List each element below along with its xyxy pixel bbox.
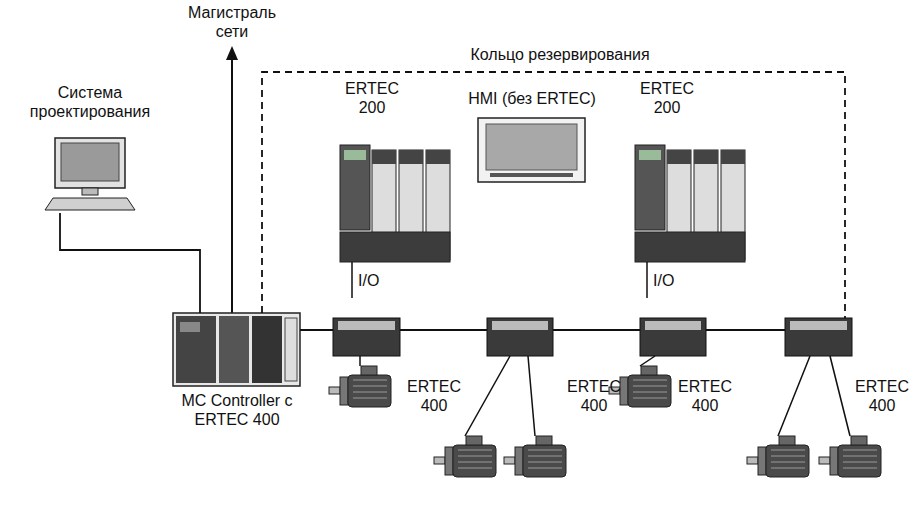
motor-wires-part	[640, 356, 655, 366]
backbone-line	[231, 56, 233, 313]
motor-wires-part	[465, 356, 510, 436]
motor-wires-part	[778, 356, 810, 436]
motor-symbol	[329, 366, 391, 407]
drive-module-picture-part	[645, 321, 701, 330]
pc-picture-part	[82, 188, 98, 195]
motor-symbol	[819, 436, 881, 477]
device-node: ERTEC 200I/O	[635, 145, 745, 262]
hmi-picture-part	[490, 173, 573, 177]
io-device-picture-part	[426, 150, 450, 164]
io-device-picture-part	[344, 150, 366, 160]
port-label: I/O	[653, 272, 674, 291]
pc-picture-part	[55, 138, 125, 188]
device-label: ERTEC 400	[852, 378, 912, 416]
io-device-picture-part	[635, 145, 665, 230]
device-label: HMI (без ERTEC)	[468, 90, 596, 109]
drive-module-picture-part	[333, 318, 400, 356]
io-leader	[351, 262, 353, 298]
device-label: ERTEC 200	[340, 80, 404, 118]
motor-symbol	[747, 436, 809, 477]
io-device-picture-part	[639, 150, 661, 160]
backbone-arrow	[226, 46, 238, 313]
pc-picture-part	[61, 143, 119, 181]
controller-picture	[173, 313, 300, 386]
drive-module-picture-part	[338, 321, 395, 330]
pc-picture-part	[45, 198, 135, 210]
device-label: Система проектирования	[20, 84, 160, 122]
io-device-picture-part	[340, 145, 370, 230]
device-label: MC Controller с ERTEC 400	[177, 392, 297, 430]
motor-wires-part	[528, 356, 535, 436]
controller-picture-part	[173, 313, 300, 386]
controller-picture-part	[176, 316, 216, 383]
device-node: ERTEC 400	[333, 318, 400, 356]
io-device-picture-part	[372, 150, 396, 164]
pc-picture	[45, 138, 135, 210]
device-node: MC Controller с ERTEC 400	[173, 313, 300, 386]
ring-label: Кольцо резервирования	[470, 46, 649, 65]
network-cable	[400, 329, 487, 331]
io-leader	[646, 262, 648, 298]
controller-picture-part	[252, 316, 282, 383]
controller-picture-part	[180, 322, 200, 332]
device-label: ERTEC 400	[564, 378, 624, 416]
controller-picture-part	[219, 316, 249, 383]
io-device-picture-part	[399, 150, 423, 164]
hmi-picture-part	[478, 118, 585, 182]
device-label: ERTEC 200	[635, 80, 699, 118]
device-node: ERTEC 200I/O	[340, 145, 450, 262]
motor-wires-part	[830, 356, 850, 436]
hmi-picture	[478, 118, 585, 182]
device-node: Система проектирования	[45, 135, 135, 213]
io-device-picture	[635, 145, 745, 298]
drive-module-picture-part	[487, 318, 553, 356]
drive-module-picture-part	[640, 318, 706, 356]
motor-symbol	[504, 436, 566, 477]
motor-symbol	[434, 436, 496, 477]
arrow-head	[226, 46, 238, 60]
device-node: HMI (без ERTEC)	[478, 118, 585, 182]
io-device-picture-part	[340, 232, 450, 262]
device-node: ERTEC 400	[785, 318, 852, 356]
io-device-picture-part	[721, 150, 745, 164]
motor-wires	[360, 356, 850, 436]
network-cable	[60, 213, 200, 313]
drive-module-picture-part	[785, 318, 852, 356]
io-device-picture-part	[667, 150, 691, 164]
device-label: ERTEC 400	[675, 378, 735, 416]
device-node: ERTEC 400	[640, 318, 706, 356]
hmi-picture-part	[486, 124, 577, 170]
backbone-label: Магистраль сети	[182, 4, 282, 42]
redundancy-ring	[262, 72, 845, 318]
network-cable	[706, 329, 785, 331]
network-cable	[553, 329, 640, 331]
device-label: ERTEC 400	[404, 378, 464, 416]
motor-wires-part	[359, 356, 361, 366]
drive-module-picture	[333, 318, 852, 356]
io-device-picture-part	[635, 232, 745, 262]
io-device-picture-part	[694, 150, 718, 164]
port-label: I/O	[358, 272, 379, 291]
io-device-picture	[340, 145, 450, 298]
drive-module-picture-part	[790, 321, 847, 330]
controller-picture-part	[285, 318, 297, 381]
device-node: ERTEC 400	[487, 318, 553, 356]
drive-module-picture-part	[492, 321, 548, 330]
network-cable	[300, 329, 333, 331]
